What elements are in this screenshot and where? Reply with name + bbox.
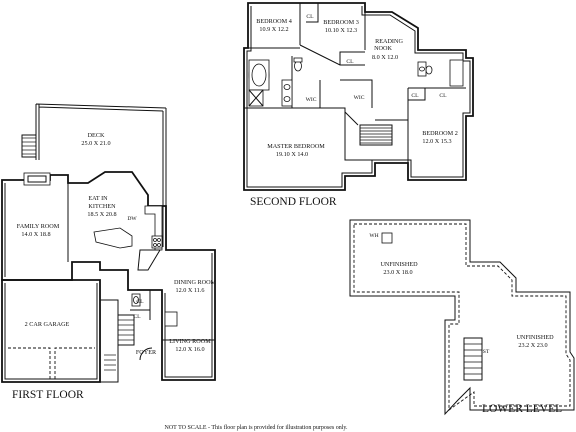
unfinished-lower-size: 23.2 X 23.0: [518, 342, 547, 349]
closet-label-hall: CL: [411, 93, 419, 99]
family-room-size: 14.0 X 18.8: [21, 231, 50, 238]
deck-size: 25.0 X 21.0: [81, 140, 110, 147]
foyer-name: FOYER: [136, 349, 157, 356]
wic-label-master-right: WIC: [354, 95, 365, 101]
bedroom3-name: BEDROOM 3: [323, 19, 359, 26]
master-bedroom-size: 19.10 X 14.0: [276, 151, 308, 158]
wic-label-master-left: WIC: [306, 97, 317, 103]
stair-label: ST: [483, 349, 490, 355]
unfinished-lower-name: UNFINISHED: [516, 334, 554, 341]
garage-name: 2 CAR GARAGE: [25, 321, 70, 328]
unfinished-upper-size: 23.0 X 18.0: [383, 269, 412, 276]
living-room-name: LIVING ROOM: [169, 338, 211, 345]
closet-label-bedroom4: CL: [306, 14, 314, 20]
reading-nook-size: 8.0 X 12.0: [372, 54, 398, 61]
lower-level-plan: WH UNFINISHED 23.0 X 18.0 UNFINISHED 23.…: [349, 219, 575, 416]
dining-room-name: DINING ROOM: [174, 279, 217, 286]
dining-room-size: 12.0 X 11.6: [176, 287, 205, 294]
family-room-name: FAMILY ROOM: [17, 223, 60, 230]
closet-label-bedroom2: CL: [439, 93, 447, 99]
reading-nook-name-line1: READING: [375, 38, 403, 45]
closet-label-nook: CL: [346, 59, 354, 65]
deck-name: DECK: [88, 132, 105, 139]
kitchen-name-line1: EAT IN: [88, 195, 108, 202]
master-bedroom-name: MASTER BEDROOM: [267, 143, 325, 150]
bedroom3-size: 10.10 X 12.3: [325, 27, 357, 34]
closet-label-first-a: CL: [136, 299, 144, 305]
living-room-size: 12.0 X 16.0: [175, 346, 204, 353]
first-floor-plan: DECK 25.0 X 21.0 EAT IN KITCHEN 18.5 X 2…: [1, 103, 217, 401]
kitchen-name-line2: KITCHEN: [88, 203, 116, 210]
first-floor-title: FIRST FLOOR: [12, 389, 84, 401]
water-heater-label: WH: [369, 233, 378, 239]
lower-level-title: LOWER LEVEL: [482, 403, 562, 415]
kitchen-size: 18.5 X 20.8: [87, 211, 116, 218]
bedroom4-name: BEDROOM 4: [256, 18, 292, 25]
reading-nook-name-line2: NOOK: [374, 45, 392, 52]
bedroom2-size: 12.0 X 15.3: [422, 138, 451, 145]
second-floor-title: SECOND FLOOR: [250, 196, 337, 208]
bedroom4-size: 10.9 X 12.2: [259, 26, 288, 33]
second-floor-plan: BEDROOM 4 10.9 X 12.2 BEDROOM 3 10.10 X …: [243, 2, 474, 208]
bedroom2-name: BEDROOM 2: [422, 130, 458, 137]
disclaimer-note: NOT TO SCALE - This floor plan is provid…: [165, 424, 348, 431]
unfinished-upper-name: UNFINISHED: [380, 261, 418, 268]
closet-label-first-b: CL: [133, 314, 141, 320]
dishwasher-label: DW: [127, 216, 137, 222]
